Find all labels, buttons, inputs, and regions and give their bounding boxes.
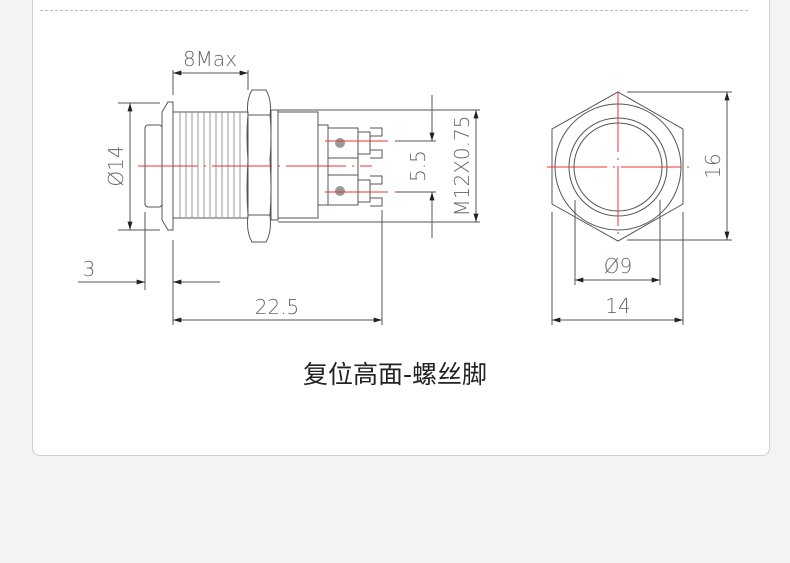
dim-diameter-14: Ø14 — [104, 145, 128, 186]
front-view: 16 Ø9 14 — [547, 91, 732, 325]
dim-16: 16 — [701, 153, 725, 178]
dim-14: 14 — [605, 294, 630, 318]
dim-3: 3 — [83, 257, 96, 281]
side-view: 8Max Ø14 5.5 M12X0.75 3 22.5 — [78, 47, 480, 325]
dim-5-5: 5.5 — [406, 150, 430, 182]
drawing-caption: 复位高面-螺丝脚 — [302, 360, 488, 389]
dashed-divider — [40, 10, 748, 11]
dim-thread: M12X0.75 — [450, 116, 474, 217]
dim-diameter-9: Ø9 — [604, 254, 632, 278]
product-card — [32, 0, 770, 456]
dim-22-5: 22.5 — [255, 295, 300, 319]
dim-8max: 8Max — [183, 47, 237, 71]
